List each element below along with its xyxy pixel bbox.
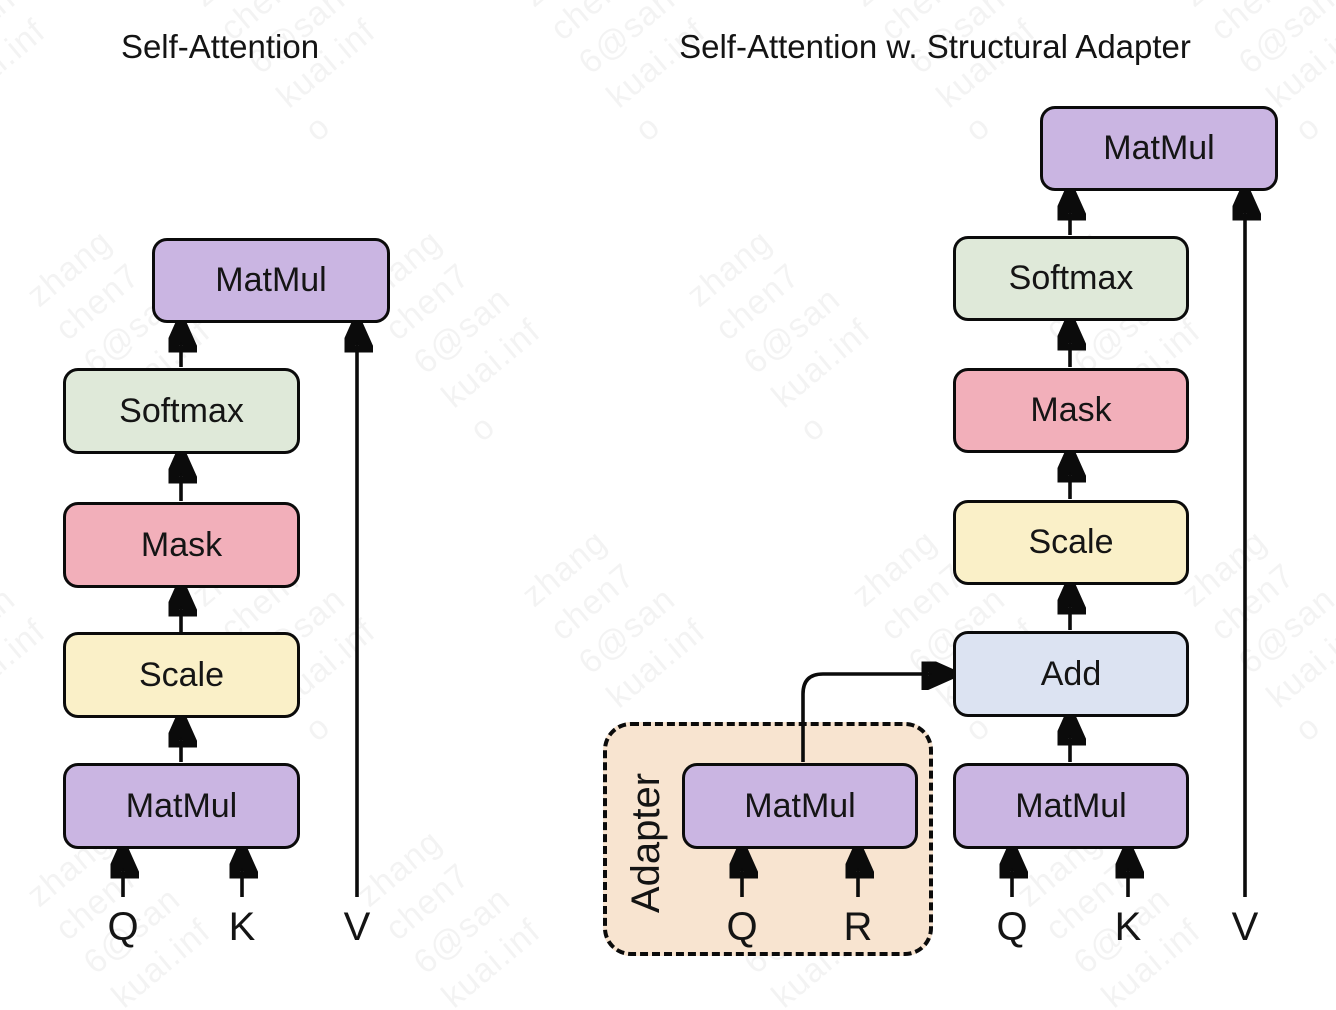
adapter-input-r: R — [843, 905, 873, 949]
left-node-matmul-bottom: MatMul — [63, 763, 300, 849]
right-node-softmax: Softmax — [953, 236, 1189, 321]
right-node-scale: Scale — [953, 500, 1189, 585]
left-node-scale: Scale — [63, 632, 300, 718]
right-node-matmul-main: MatMul — [953, 763, 1189, 849]
right-input-k: K — [1114, 905, 1142, 949]
left-node-softmax: Softmax — [63, 368, 300, 454]
left-input-k: K — [228, 905, 256, 949]
adapter-arrow-matmul-to-add — [801, 674, 946, 762]
left-node-mask: Mask — [63, 502, 300, 588]
right-input-v: V — [1231, 905, 1259, 949]
adapter-input-q: Q — [726, 905, 758, 949]
left-input-q: Q — [107, 905, 139, 949]
adapter-node-matmul: MatMul — [682, 763, 918, 849]
right-input-q: Q — [996, 905, 1028, 949]
right-node-matmul-top: MatMul — [1040, 106, 1278, 191]
right-diagram-title: Self-Attention w. Structural Adapter — [679, 28, 1191, 65]
left-node-matmul-top: MatMul — [152, 238, 390, 323]
left-input-v: V — [343, 905, 371, 949]
right-node-mask: Mask — [953, 368, 1189, 453]
left-diagram-title: Self-Attention — [120, 28, 320, 65]
right-node-add: Add — [953, 631, 1189, 717]
